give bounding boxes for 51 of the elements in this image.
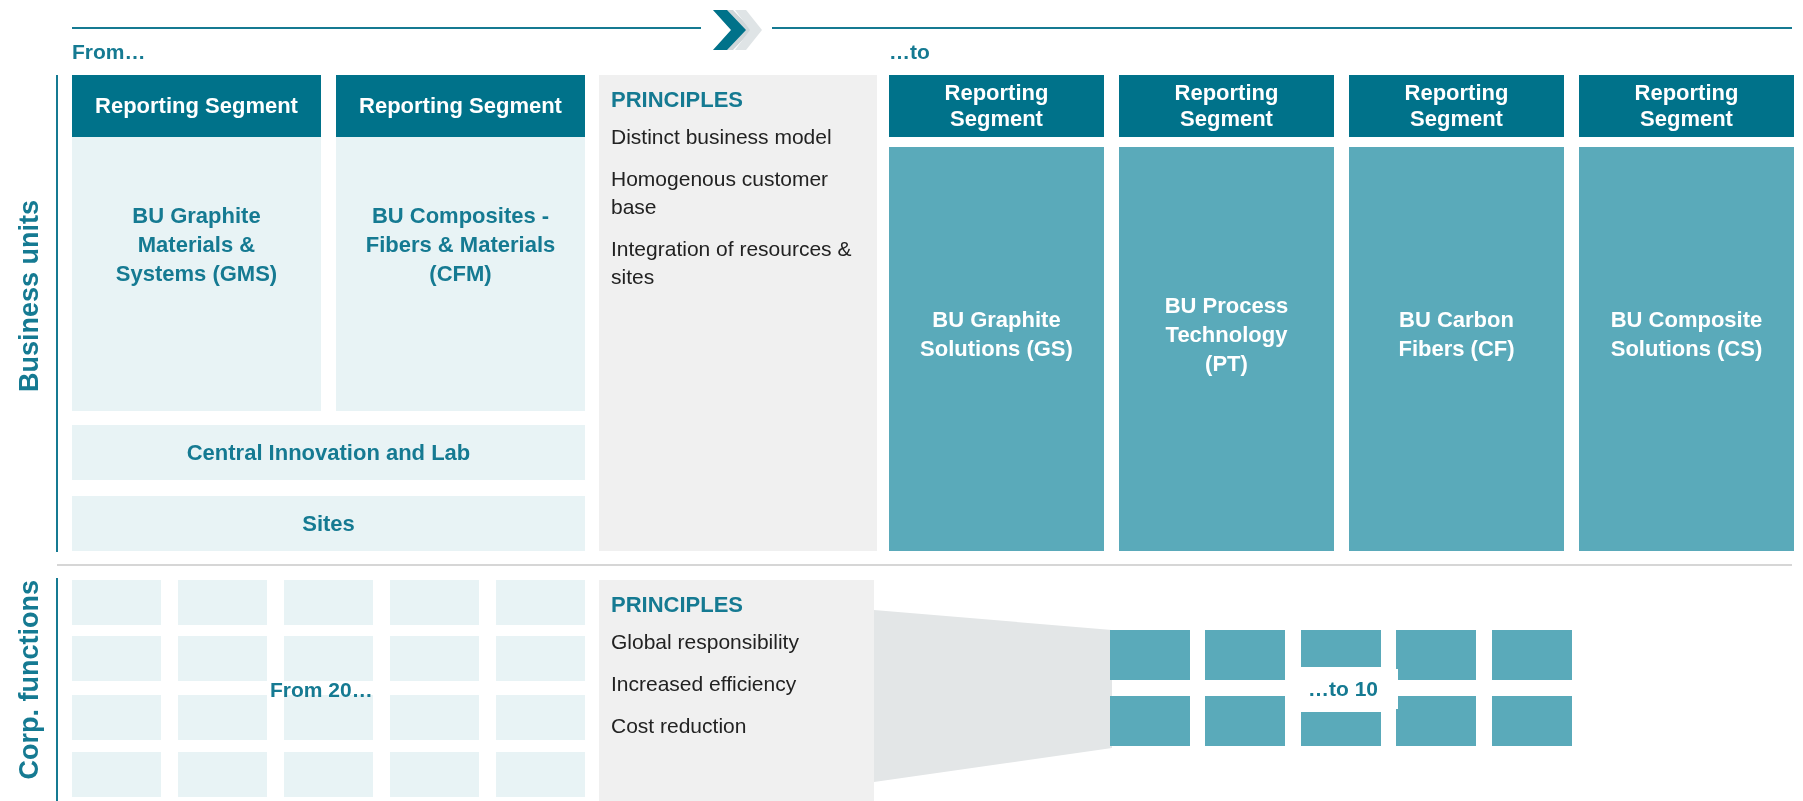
grid-cell [1396,630,1476,680]
grid-cell [1396,696,1476,746]
segment-header [1119,75,1334,137]
segment-header [889,75,1104,137]
grid-cell [1205,696,1285,746]
principle-text: Cost reduction [611,713,747,739]
grid-cell [1110,630,1190,680]
business-unit-box [1119,147,1334,551]
unit-name: BU Process Technology (PT) [1163,291,1290,378]
unit-name: BU Graphite Materials & Systems (GMS) [114,201,279,288]
unit-name: BU Composite Solutions (CS) [1609,306,1764,363]
principle-text: Integration of resources & sites [611,236,853,290]
unit-name: BU Carbon Fibers (CF) [1397,306,1516,363]
principle-text: Increased efficiency [611,671,797,697]
principle-text: Distinct business model [611,124,832,150]
grid-cell [1205,630,1285,680]
grid-cell [1492,630,1572,680]
grid-cell [1301,630,1381,667]
header-text: Reporting Segment [359,93,562,119]
segment-header [1349,75,1564,137]
business-unit-box [336,137,585,411]
business-unit-box [889,147,1104,551]
unit-name: Central Innovation and Lab [186,439,471,467]
header-text: Reporting Segment [1403,80,1510,132]
unit-name: BU Composites - Fibers & Materials (CFM) [364,201,557,288]
count-label: From 20… [270,678,373,702]
segment-header [336,75,585,137]
grid-cell [1301,712,1381,746]
business-unit-box [1579,147,1794,551]
header-text: Reporting Segment [1173,80,1280,132]
principles-panel [599,580,874,801]
section-label: Corp. functions [14,580,45,780]
header-text: Reporting Segment [943,80,1050,132]
panel-heading: PRINCIPLES [611,592,744,618]
principle-text: Global responsibility [611,629,799,655]
direction-label: From… [72,40,146,64]
segment-header [72,75,321,137]
panel-heading: PRINCIPLES [611,87,744,113]
section-label: Business units [14,200,45,393]
header-text: Reporting Segment [1633,80,1740,132]
unit-name: BU Graphite Solutions (GS) [919,306,1074,363]
direction-label: …to [889,40,930,64]
business-unit-box [1349,147,1564,551]
business-unit-box [72,137,321,411]
grid-cell [1110,696,1190,746]
funnel-shape [874,610,1112,782]
principle-text: Homogenous customer base [611,166,830,220]
unit-name: Sites [302,510,355,538]
grid-cell [1492,696,1572,746]
header-text: Reporting Segment [95,93,298,119]
segment-header [1579,75,1794,137]
